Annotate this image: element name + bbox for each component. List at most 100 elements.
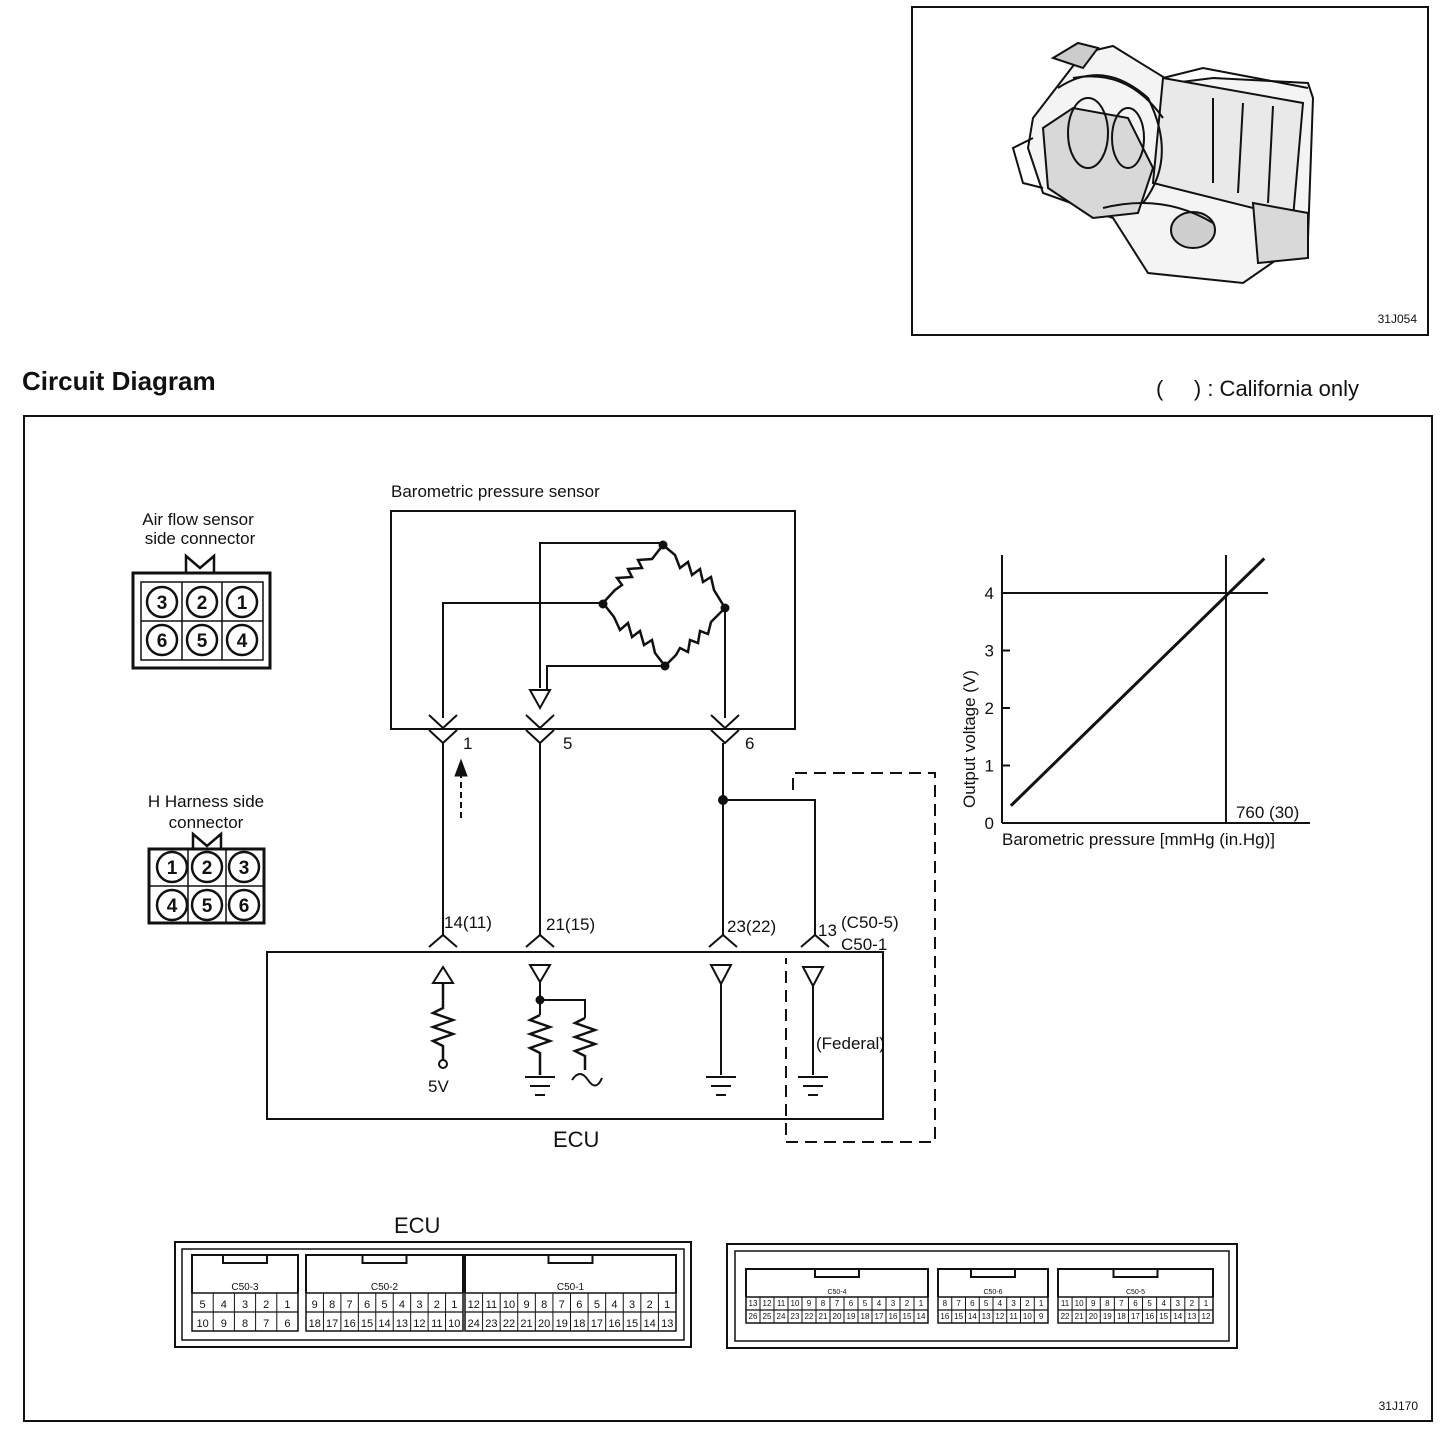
sensor-pin-5: 5: [563, 734, 572, 753]
ecu-pin-number: 8: [943, 1299, 948, 1308]
sensor-label: Barometric pressure sensor: [391, 482, 600, 501]
ecu-pin-number: 5: [863, 1299, 868, 1308]
y-axis-label: Output voltage (V): [960, 670, 979, 808]
ecu-connector-name: C50-2: [371, 1282, 399, 1293]
sensor-photo-frame: 31J054: [911, 6, 1429, 336]
ecu-pin-number: 17: [1131, 1312, 1140, 1321]
ecu-pin-number: 3: [416, 1299, 422, 1311]
ecu-pin-number: 21: [819, 1312, 828, 1321]
ecu-pin-number: 12: [468, 1299, 480, 1311]
ecu-pin-number: 8: [242, 1318, 248, 1330]
ecu-pin-number: 17: [591, 1318, 603, 1330]
ecu-pin-number: 14: [1173, 1312, 1182, 1321]
ecu-pin-number: 16: [608, 1318, 620, 1330]
h-pin: 5: [202, 896, 213, 917]
ecu-pin-number: 7: [559, 1299, 565, 1311]
ecu-pin-number: 26: [749, 1312, 758, 1321]
ecu-pin-number: 6: [1133, 1299, 1138, 1308]
ecu-pin-number: 2: [434, 1299, 440, 1311]
ecu-pin-number: 7: [835, 1299, 840, 1308]
ecu-terminal-13-connector: C50-1: [841, 935, 887, 954]
ecu-connector-name: C50-6: [983, 1289, 1002, 1296]
ecu-pin-number: 11: [777, 1299, 786, 1308]
h-connector-title-1: H Harness side: [148, 792, 264, 811]
page-title: Circuit Diagram: [22, 366, 216, 396]
ecu-pin-number: 15: [361, 1318, 373, 1330]
ecu-pin-number: 16: [889, 1312, 898, 1321]
af-pin: 5: [197, 631, 208, 652]
ecu-pin-number: 13: [982, 1312, 991, 1321]
ecu-pin-number: 7: [956, 1299, 961, 1308]
ecu-pin-number: 10: [448, 1318, 460, 1330]
reference-x-label: 760 (30): [1236, 803, 1299, 822]
ecu-pin-number: 6: [849, 1299, 854, 1308]
california-note: ( ) : California only: [1156, 376, 1359, 401]
ecu-pin-number: 15: [903, 1312, 912, 1321]
ecu-pin-number: 13: [661, 1318, 673, 1330]
ecu-pin-number: 1: [664, 1299, 670, 1311]
ecu-pin-number: 21: [1075, 1312, 1084, 1321]
ecu-pin-number: 2: [263, 1299, 269, 1311]
ecu-pin-number: 19: [556, 1318, 568, 1330]
ecu-pin-number: 11: [486, 1299, 497, 1311]
air-flow-sensor-connector: Air flow sensor side connector 3 2 1 6 5…: [131, 510, 272, 670]
ecu-pin-number: 14: [968, 1312, 977, 1321]
y-tick-label: 2: [985, 699, 994, 718]
ecu-pin-number: 25: [763, 1312, 772, 1321]
ecu-pin-number: 5: [594, 1299, 600, 1311]
ecu-pin-number: 10: [1023, 1312, 1032, 1321]
ecu-pin-number: 4: [611, 1299, 617, 1311]
federal-label: (Federal): [816, 1034, 885, 1053]
ecu-pin-number: 1: [451, 1299, 457, 1311]
ecu-pin-number: 12: [995, 1312, 1004, 1321]
ecu-pin-number: 12: [1202, 1312, 1211, 1321]
h-pin: 1: [167, 858, 178, 879]
ecu-pin-number: 2: [1025, 1299, 1030, 1308]
ecu-pin-number: 8: [541, 1299, 547, 1311]
ecu-pin-number: 16: [1145, 1312, 1154, 1321]
ecu-pin-number: 20: [538, 1318, 550, 1330]
ecu-pin-number: 5: [381, 1299, 387, 1311]
x-axis-label: Barometric pressure [mmHg (in.Hg)]: [1002, 830, 1275, 849]
ecu-pin-number: 16: [940, 1312, 949, 1321]
ecu-label: ECU: [553, 1127, 599, 1152]
ecu-pin-number: 1: [919, 1299, 924, 1308]
ecu-pin-number: 2: [647, 1299, 653, 1311]
af-connector-title-2: side connector: [145, 529, 256, 548]
series-line: [1009, 557, 1266, 807]
ecu-pin-number: 20: [833, 1312, 842, 1321]
ecu-pin-number: 9: [807, 1299, 812, 1308]
ecu-pin-number: 1: [1039, 1299, 1044, 1308]
ecu-block: 14(11) 21(15) 23(22) 13 (C50-5) C50-1 5V: [266, 913, 899, 1152]
ecu-terminal-23: 23(22): [727, 917, 776, 936]
ecu-pin-number: 5: [200, 1299, 206, 1311]
ecu-pin-number: 6: [576, 1299, 582, 1311]
ecu-pin-number: 6: [970, 1299, 975, 1308]
ecu-pin-number: 13: [1187, 1312, 1196, 1321]
ecu-pin-number: 10: [503, 1299, 515, 1311]
ecu-pin-number: 1: [284, 1299, 290, 1311]
ecu-terminal-21: 21(15): [546, 915, 595, 934]
ecu-pin-number: 18: [861, 1312, 870, 1321]
ecu-pin-number: 6: [284, 1318, 290, 1330]
ecu-pin-number: 3: [242, 1299, 248, 1311]
ecu-pin-number: 18: [573, 1318, 585, 1330]
af-pin: 1: [237, 593, 248, 614]
ecu-pin-number: 4: [221, 1299, 227, 1311]
harness-side-connector: H Harness side connector 1 2 3 4 5 6: [147, 792, 266, 925]
ecu-pin-number: 19: [847, 1312, 856, 1321]
ecu-pin-number: 24: [777, 1312, 786, 1321]
ecu-pin-number: 4: [1161, 1299, 1166, 1308]
y-tick-label: 3: [985, 642, 994, 661]
h-pin: 3: [239, 858, 250, 879]
ecu-pin-number: 15: [1159, 1312, 1168, 1321]
ecu-pin-number: 24: [468, 1318, 480, 1330]
ecu-pin-number: 15: [626, 1318, 638, 1330]
y-tick-label: 1: [985, 757, 994, 776]
ecu-pin-number: 7: [347, 1299, 353, 1311]
ecu-pin-number: 4: [399, 1299, 405, 1311]
